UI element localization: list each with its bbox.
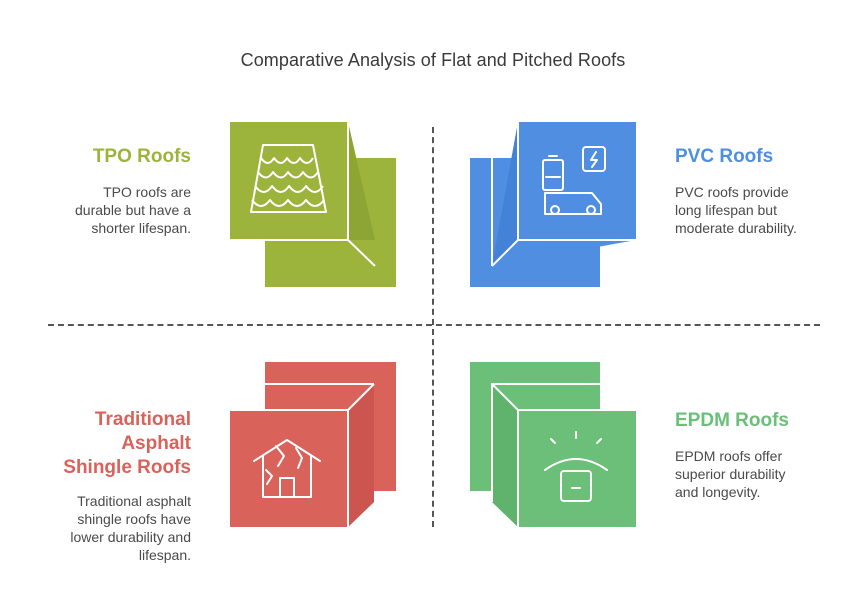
horizontal-divider bbox=[48, 324, 820, 326]
tpo-block bbox=[230, 122, 396, 287]
damaged-house-icon bbox=[253, 439, 321, 498]
shining-device-icon bbox=[544, 431, 608, 502]
tpo-description-line: shorter lifespan. bbox=[91, 220, 191, 236]
electric-vehicle-charging-icon bbox=[542, 146, 606, 215]
tpo-description-line: durable but have a bbox=[75, 202, 191, 218]
pvc-title: PVC Roofs bbox=[675, 146, 774, 167]
asphalt-top-edge bbox=[229, 383, 374, 411]
epdm-description-line: superior durability bbox=[675, 466, 786, 482]
epdm-top-edge bbox=[491, 383, 637, 502]
page-title: Comparative Analysis of Flat and Pitched… bbox=[240, 50, 626, 70]
asphalt-description-line: lifespan. bbox=[138, 547, 191, 563]
asphalt-title-line: Shingle Roofs bbox=[63, 457, 191, 478]
pvc-description: PVC roofs provide long lifespan but mode… bbox=[675, 183, 845, 237]
asphalt-description: Traditional asphalt shingle roofs have l… bbox=[30, 492, 191, 564]
tpo-front-face bbox=[230, 122, 375, 240]
asphalt-title-line: Asphalt bbox=[121, 433, 191, 454]
epdm-description-line: and longevity. bbox=[675, 484, 761, 500]
vertical-divider bbox=[432, 127, 434, 527]
asphalt-front-face bbox=[230, 384, 374, 527]
asphalt-title-line: Traditional bbox=[94, 409, 191, 430]
epdm-block bbox=[470, 362, 637, 527]
pvc-description-line: PVC roofs provide bbox=[675, 184, 789, 200]
tpo-description-line: TPO roofs are bbox=[103, 184, 191, 200]
pvc-side-face bbox=[492, 122, 518, 266]
pvc-edge-left bbox=[491, 121, 519, 266]
tpo-description: TPO roofs are durable but have a shorter… bbox=[40, 183, 191, 237]
epdm-description-line: EPDM roofs offer bbox=[675, 448, 783, 464]
pvc-description-line: moderate durability. bbox=[675, 220, 797, 236]
asphalt-description-line: shingle roofs have bbox=[77, 511, 191, 527]
pvc-description-line: long lifespan but bbox=[675, 202, 777, 218]
epdm-description: EPDM roofs offer superior durability and… bbox=[675, 447, 845, 501]
asphalt-side-face bbox=[348, 384, 374, 527]
asphalt-block bbox=[229, 362, 396, 527]
epdm-side-face bbox=[492, 384, 518, 527]
tpo-title: TPO Roofs bbox=[92, 146, 191, 167]
asphalt-title: Traditional Asphalt Shingle Roofs bbox=[30, 408, 191, 480]
roof-tiles-icon bbox=[250, 144, 327, 213]
asphalt-diagonal-edge bbox=[347, 383, 375, 411]
epdm-title: EPDM Roofs bbox=[675, 410, 789, 431]
asphalt-description-line: lower durability and bbox=[70, 529, 191, 545]
epdm-front-face bbox=[492, 384, 636, 527]
pvc-block bbox=[470, 121, 636, 287]
pvc-edge-diagonal bbox=[491, 239, 519, 267]
tpo-side-face bbox=[348, 122, 375, 240]
asphalt-description-line: Traditional asphalt bbox=[77, 493, 191, 509]
